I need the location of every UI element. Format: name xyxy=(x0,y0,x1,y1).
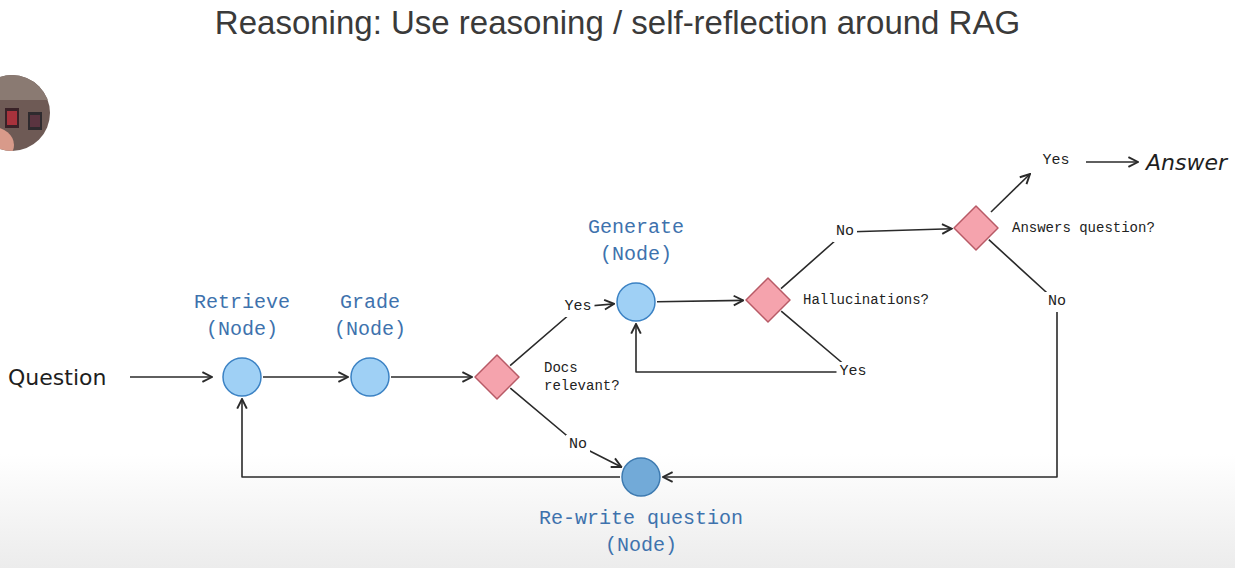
node-text-group: Hallucinations? xyxy=(803,291,929,309)
node-circle xyxy=(616,282,656,322)
process-node: Re-write question (Node) xyxy=(526,457,756,559)
flow-connector xyxy=(510,388,621,467)
node-circle xyxy=(621,457,661,497)
node-text-group: Answers question? xyxy=(1012,219,1155,237)
circle-outline xyxy=(223,358,261,396)
circle-outline xyxy=(617,283,655,321)
flow-connector xyxy=(663,240,1057,477)
node-label: Grade (Node) xyxy=(315,289,425,343)
decision-diamond xyxy=(745,277,791,323)
branch-label: Yes xyxy=(561,297,594,317)
circle-outline xyxy=(351,358,389,396)
node-text-group: Generate (Node) xyxy=(581,214,691,268)
node-label: Hallucinations? xyxy=(803,291,929,309)
flow-connector xyxy=(657,300,743,301)
branch-label: No xyxy=(566,435,590,455)
diagram-title: Reasoning: Use reasoning / self-reflecti… xyxy=(0,4,1235,42)
end-label: Answer xyxy=(1146,150,1227,175)
branch-label: No xyxy=(1045,292,1069,312)
decision-diamond xyxy=(953,205,999,251)
branch-label: No xyxy=(833,222,857,242)
branch-label: Yes xyxy=(836,362,869,382)
process-node: Retrieve (Node) xyxy=(187,289,297,397)
node-text-group: Grade (Node) xyxy=(315,289,425,343)
branch-label: Yes xyxy=(1042,152,1069,169)
process-node: Grade (Node) xyxy=(315,289,425,397)
decision-node: Docs relevant? xyxy=(474,354,624,400)
flow-connector xyxy=(636,311,853,372)
node-label: Re-write question (Node) xyxy=(526,505,756,559)
node-circle xyxy=(350,357,390,397)
process-node: Generate (Node) xyxy=(581,214,691,322)
node-text-group: Re-write question (Node) xyxy=(526,505,756,559)
yes-arrow xyxy=(991,174,1030,212)
flow-connector xyxy=(263,376,348,378)
decision-node: Hallucinations? xyxy=(745,277,929,323)
diamond-outline xyxy=(746,278,790,322)
flow-connector xyxy=(781,229,952,289)
answer-arrow xyxy=(1086,161,1138,163)
node-text-group: Retrieve (Node) xyxy=(187,289,297,343)
node-label: Docs relevant? xyxy=(544,359,624,395)
circle-outline xyxy=(622,458,660,496)
node-circle xyxy=(222,357,262,397)
flow-connector xyxy=(391,376,472,378)
node-label: Generate (Node) xyxy=(581,214,691,268)
node-label: Retrieve (Node) xyxy=(187,289,297,343)
start-label: Question xyxy=(8,365,106,390)
node-text-group: Docs relevant? xyxy=(544,359,624,395)
diamond-outline xyxy=(954,206,998,250)
decision-node: Answers question? xyxy=(953,205,1155,251)
flow-connector xyxy=(242,399,620,477)
diamond-outline xyxy=(475,355,519,399)
start-arrow xyxy=(130,376,212,378)
decision-diamond xyxy=(474,354,520,400)
node-label: Answers question? xyxy=(1012,219,1155,237)
webcam-photo xyxy=(0,70,60,170)
